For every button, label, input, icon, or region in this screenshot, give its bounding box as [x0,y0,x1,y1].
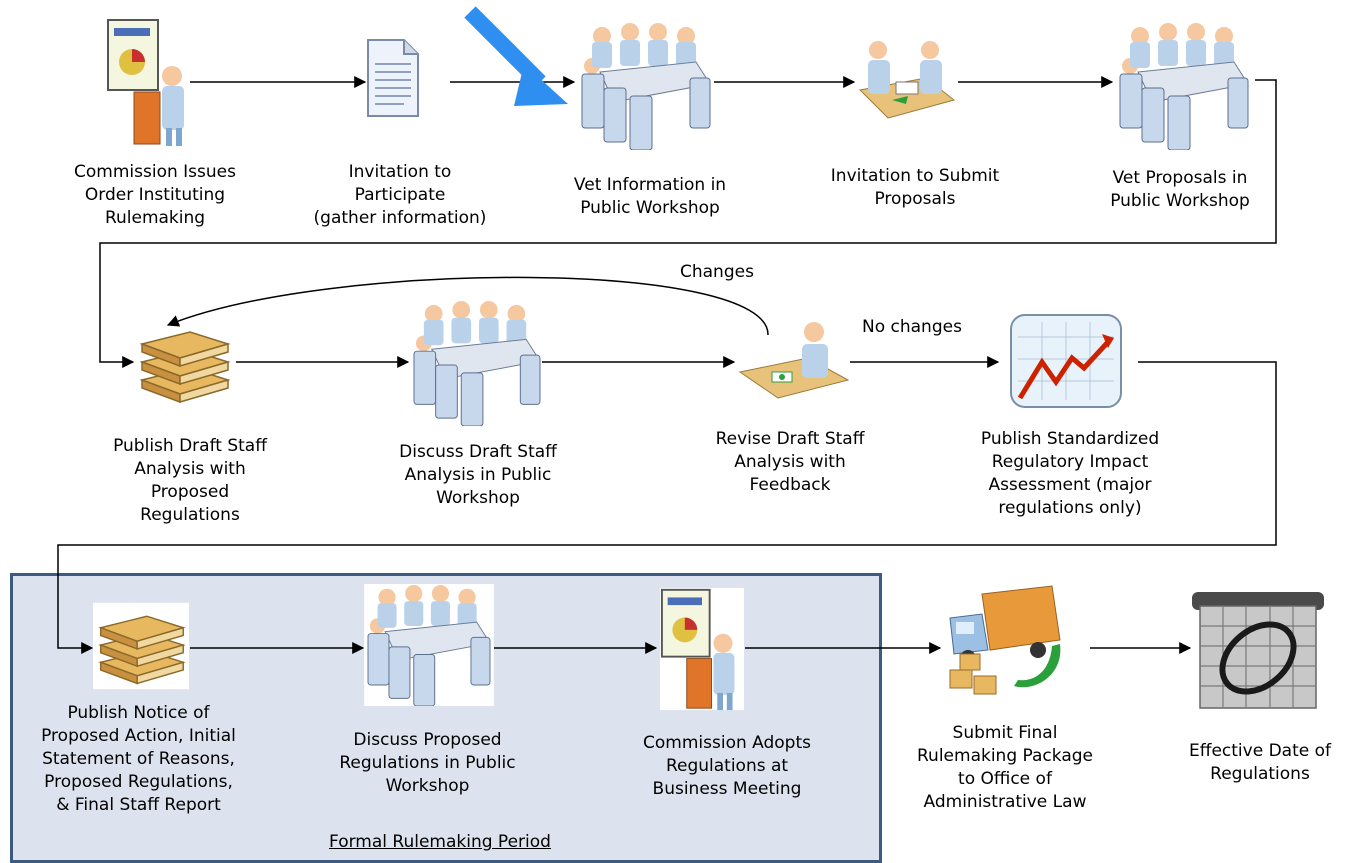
step-label-discuss-draft: Discuss Draft Staff Analysis in Public W… [399,442,557,508]
changes-label: Changes [680,262,754,282]
meeting-icon [364,584,494,706]
step-label-invitation-proposals: Invitation to Submit Proposals [830,166,1000,209]
step-label-vet-information: Vet Information in Public Workshop [573,175,727,218]
step-label-effective-date: Effective Date of Regulations [1189,741,1331,784]
arrow-row1-row2 [99,79,1277,368]
highlight-arrow-icon [464,6,568,106]
arrow-row2-row3 [57,361,1277,654]
meeting-icon [581,23,711,150]
changes-feedback-arrow [166,276,769,336]
step-label-submit-final: Submit Final Rulemaking Package to Offic… [917,723,1093,812]
formal-rulemaking-period-label: Formal Rulemaking Period [329,832,551,852]
no-changes-label: No changes [862,317,962,337]
meeting-icon [1119,23,1249,150]
step-label-invitation-participate: Invitation to Participate (gather inform… [313,162,487,228]
presenter-icon [660,587,744,711]
step-label-publish-draft: Publish Draft Staff Analysis with Propos… [113,436,267,525]
meeting-icon [413,300,541,426]
step-label-vet-proposals: Vet Proposals in Public Workshop [1110,168,1250,211]
desk-worker-icon [738,322,850,399]
presenter-icon [107,19,184,146]
step-label-discuss-proposed: Discuss Proposed Regulations in Public W… [339,730,516,796]
chart-trend-icon [1010,314,1122,408]
step-label-publish-notice: Publish Notice of Proposed Action, Initi… [41,703,236,815]
stack-icon [93,602,189,690]
stack-icon [139,331,231,404]
step-label-revise-draft: Revise Draft Staff Analysis with Feedbac… [715,429,865,495]
delivery-truck-icon [949,585,1061,695]
calendar-icon [1192,592,1324,709]
handoff-icon [858,41,956,119]
step-label-impact-assessment: Publish Standardized Regulatory Impact A… [980,429,1160,518]
document-icon [367,39,419,117]
step-label-commission-issues: Commission Issues Order Instituting Rule… [74,162,236,228]
step-label-commission-adopts: Commission Adopts Regulations at Busines… [643,733,811,799]
